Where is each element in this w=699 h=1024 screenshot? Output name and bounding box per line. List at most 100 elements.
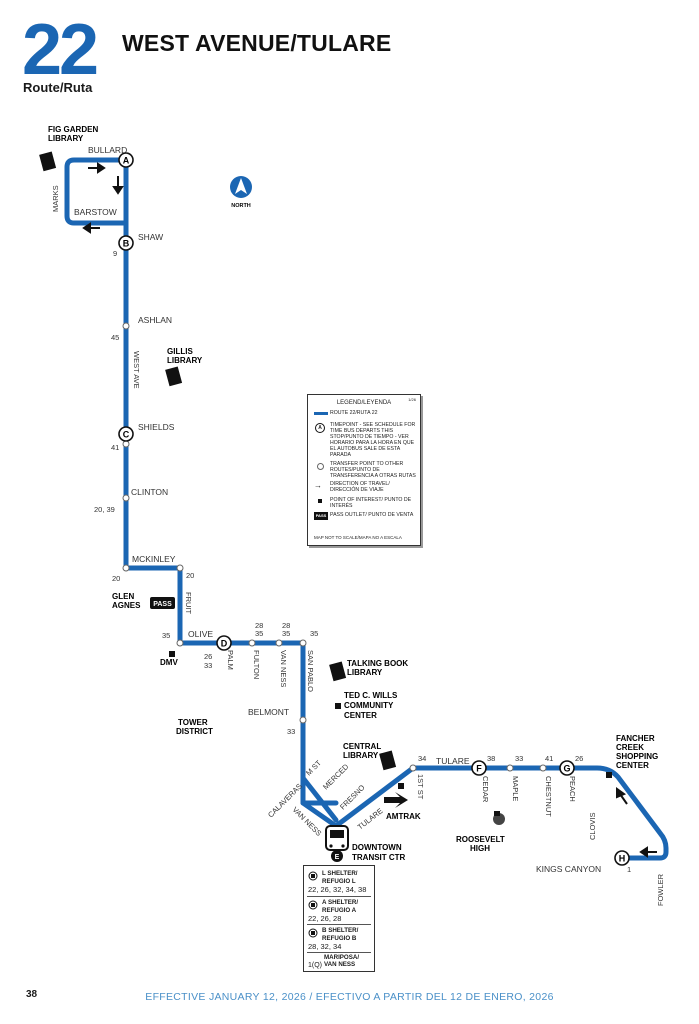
poi-amtrak: AMTRAK — [384, 783, 421, 821]
north-arrow-icon: NORTH — [230, 176, 252, 209]
poi-glen-agnes: GLEN AGNES PASS — [112, 592, 175, 610]
legend-route: ROUTE 22/RUTA 22 — [330, 410, 378, 416]
map-legend: 1/26 LEGEND/LEYENDA ROUTE 22/RUTA 22 A T… — [307, 394, 421, 546]
street-cedar: CEDAR — [481, 776, 490, 803]
timepoint-markers: A B C D F G H — [118, 152, 630, 866]
poi-downtown-transit: DOWNTOWN TRANSIT CTR — [352, 843, 406, 862]
street-van-ness: VAN NESS — [279, 650, 288, 687]
route-title: WEST AVENUE/TULARE — [122, 30, 392, 56]
poi-fig-garden: FIG GARDEN LIBRARY — [39, 125, 98, 172]
svg-text:DMV: DMV — [160, 658, 178, 667]
svg-text:LIBRARY: LIBRARY — [167, 356, 203, 365]
street-chestnut: CHESTNUT — [544, 776, 553, 817]
svg-text:35: 35 — [162, 631, 170, 640]
svg-text:E: E — [335, 854, 340, 861]
poi-roosevelt: ROOSEVELT HIGH — [456, 811, 505, 853]
shelter-l: L SHELTER/ REFUGIO L 22, 26, 32, 34, 38 — [308, 870, 367, 894]
street-west-ave: WEST AVE — [132, 351, 141, 389]
svg-text:GILLIS: GILLIS — [167, 347, 193, 356]
shelter-bus-icons — [308, 871, 318, 938]
svg-text:LIBRARY: LIBRARY — [48, 134, 84, 143]
poi-tower-district: TOWER DISTRICT — [176, 718, 213, 736]
street-shaw: SHAW — [138, 232, 163, 242]
svg-text:33: 33 — [287, 727, 295, 736]
svg-text:DOWNTOWN: DOWNTOWN — [352, 843, 402, 852]
poi-talking-book: TALKING BOOK LIBRARY — [329, 659, 408, 682]
timepoint-f: F — [471, 760, 487, 776]
svg-text:41: 41 — [111, 443, 119, 452]
svg-text:35: 35 — [310, 629, 318, 638]
street-kings-canyon: KINGS CANYON — [536, 864, 601, 874]
route-label: Route/Ruta — [23, 80, 93, 95]
poi-ted-wills: TED C. WILLS COMMUNITY CENTER — [335, 691, 398, 720]
shelter-a: A SHELTER/ REFUGIO A 22, 26, 28 — [308, 899, 359, 923]
legend-poi-icon — [318, 499, 322, 503]
svg-text:ROOSEVELT: ROOSEVELT — [456, 835, 505, 844]
svg-text:GLEN: GLEN — [112, 592, 134, 601]
svg-text:20, 39: 20, 39 — [94, 505, 115, 514]
street-fulton: FULTON — [252, 650, 261, 679]
svg-text:NORTH: NORTH — [231, 203, 251, 209]
legend-timepoint-icon: A — [315, 423, 325, 433]
street-merced: MERCED — [321, 762, 351, 792]
svg-text:33: 33 — [515, 754, 523, 763]
svg-text:34: 34 — [418, 754, 426, 763]
legend-transfer-icon — [317, 463, 324, 470]
bus-icon: E — [325, 825, 349, 862]
svg-text:F: F — [476, 764, 482, 774]
legend-pass-icon: PASS — [314, 512, 328, 520]
shelter-mariposa-lines: 1(Q) — [308, 962, 322, 969]
svg-text:H: H — [619, 854, 626, 864]
svg-text:B: B — [123, 239, 130, 249]
svg-text:20: 20 — [112, 574, 120, 583]
svg-text:FANCHER: FANCHER — [616, 734, 655, 743]
svg-text:LIBRARY: LIBRARY — [343, 751, 379, 760]
svg-text:A: A — [123, 156, 130, 166]
street-van-ness-2: VAN NESS — [291, 805, 324, 838]
svg-text:26: 26 — [204, 652, 212, 661]
street-fruit: FRUIT — [184, 592, 193, 614]
svg-text:G: G — [563, 764, 570, 774]
svg-text:45: 45 — [111, 333, 119, 342]
street-mckinley: MCKINLEY — [132, 554, 176, 564]
effective-date: EFFECTIVE JANUARY 12, 2026 / EFECTIVO A … — [145, 991, 554, 1003]
legend-note: MAP NOT TO SCALE/MAPA NO A ESCALA — [314, 535, 402, 540]
street-belmont: BELMONT — [248, 707, 289, 717]
svg-text:HIGH: HIGH — [470, 844, 490, 853]
street-barstow: BARSTOW — [74, 207, 117, 217]
street-marks: MARKS — [51, 185, 60, 212]
svg-text:TRANSIT CTR: TRANSIT CTR — [352, 853, 406, 862]
legend-pass-outlet: PASS OUTLET/ PUNTO DE VENTA — [330, 512, 414, 518]
svg-text:COMMUNITY: COMMUNITY — [344, 701, 394, 710]
amtrak-icon — [384, 792, 408, 808]
street-clinton: CLINTON — [131, 487, 168, 497]
svg-text:41: 41 — [545, 754, 553, 763]
svg-text:28: 28 — [255, 621, 263, 630]
street-tulare: TULARE — [436, 756, 470, 766]
poi-dmv: DMV — [160, 651, 178, 667]
pass-badge: PASS — [153, 601, 172, 608]
svg-text:DISTRICT: DISTRICT — [176, 727, 213, 736]
legend-poi: POINT OF INTEREST/ PUNTO DE INTERÉS — [330, 497, 412, 509]
svg-text:TED C. WILLS: TED C. WILLS — [344, 691, 398, 700]
street-m-st: M ST — [304, 758, 323, 777]
route-number: 22 — [22, 10, 99, 90]
svg-text:38: 38 — [487, 754, 495, 763]
timepoint-g: G — [559, 760, 575, 776]
street-clovis: CLOVIS — [588, 812, 597, 840]
svg-text:33: 33 — [204, 661, 212, 670]
svg-text:1: 1 — [627, 865, 631, 874]
svg-text:9: 9 — [113, 249, 117, 258]
shelter-mariposa: MARIPOSA/ VAN NESS — [324, 954, 360, 968]
shelter-b: B SHELTER/ REFUGIO B 28, 32, 34 — [308, 927, 359, 951]
street-ashlan: ASHLAN — [138, 315, 172, 325]
street-bullard: BULLARD — [88, 145, 127, 155]
svg-text:TALKING BOOK: TALKING BOOK — [347, 659, 408, 668]
svg-text:TOWER: TOWER — [178, 718, 208, 727]
svg-text:28: 28 — [282, 621, 290, 630]
svg-text:CREEK: CREEK — [616, 743, 644, 752]
legend-version: 1/26 — [408, 397, 416, 402]
svg-text:CENTER: CENTER — [616, 761, 649, 770]
timepoint-c: C — [118, 426, 134, 442]
